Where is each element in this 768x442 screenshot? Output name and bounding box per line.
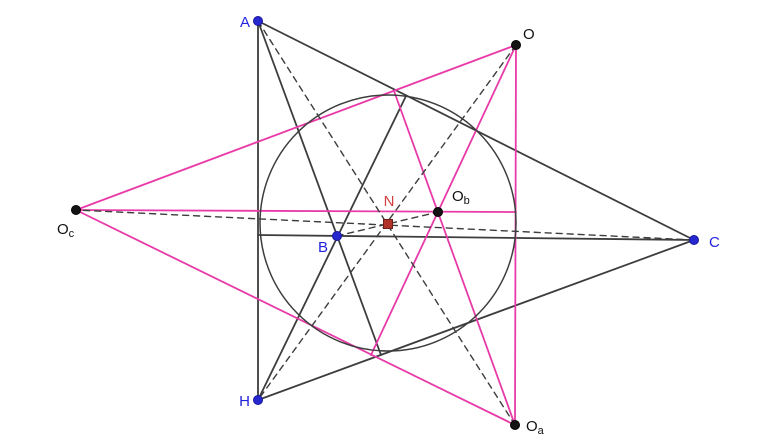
segment-side-Oa-Oc[interactable] — [75, 209, 516, 426]
point-a[interactable] — [253, 16, 263, 26]
segment-dashed-B-Ob[interactable] — [336, 211, 439, 237]
label-n: N — [384, 193, 395, 210]
segment-altitude-Oc-O[interactable] — [75, 44, 517, 211]
point-b[interactable] — [332, 231, 342, 241]
label-o-b: Ob — [452, 188, 470, 207]
segment-side-Ob-Oc-extended[interactable] — [75, 209, 517, 213]
label-o: O — [523, 26, 535, 43]
point-o-c[interactable] — [71, 205, 81, 215]
segment-altitude-B-H[interactable] — [257, 95, 407, 401]
segment-side-A-B-extended[interactable] — [257, 20, 382, 356]
nine-point-circle[interactable] — [259, 94, 517, 352]
segment-dashed-A-Oa[interactable] — [257, 20, 516, 426]
point-h[interactable] — [253, 395, 263, 405]
label-b: B — [318, 239, 328, 256]
segment-altitude-C-H[interactable] — [257, 239, 695, 401]
point-o-a[interactable] — [510, 420, 520, 430]
point-n[interactable] — [383, 219, 393, 229]
label-o-a: Oa — [526, 418, 545, 437]
point-o-b[interactable] — [433, 207, 443, 217]
segment-side-Oa-Ob-extended[interactable] — [393, 90, 516, 426]
label-a: A — [240, 14, 250, 31]
point-o[interactable] — [511, 40, 521, 50]
segment-side-B-C-extended[interactable] — [257, 234, 695, 241]
label-c: C — [709, 234, 720, 251]
point-c[interactable] — [689, 235, 699, 245]
segment-altitude-Ob-O[interactable] — [370, 44, 517, 356]
label-h: H — [239, 393, 250, 410]
label-o-c: Oc — [57, 221, 75, 240]
